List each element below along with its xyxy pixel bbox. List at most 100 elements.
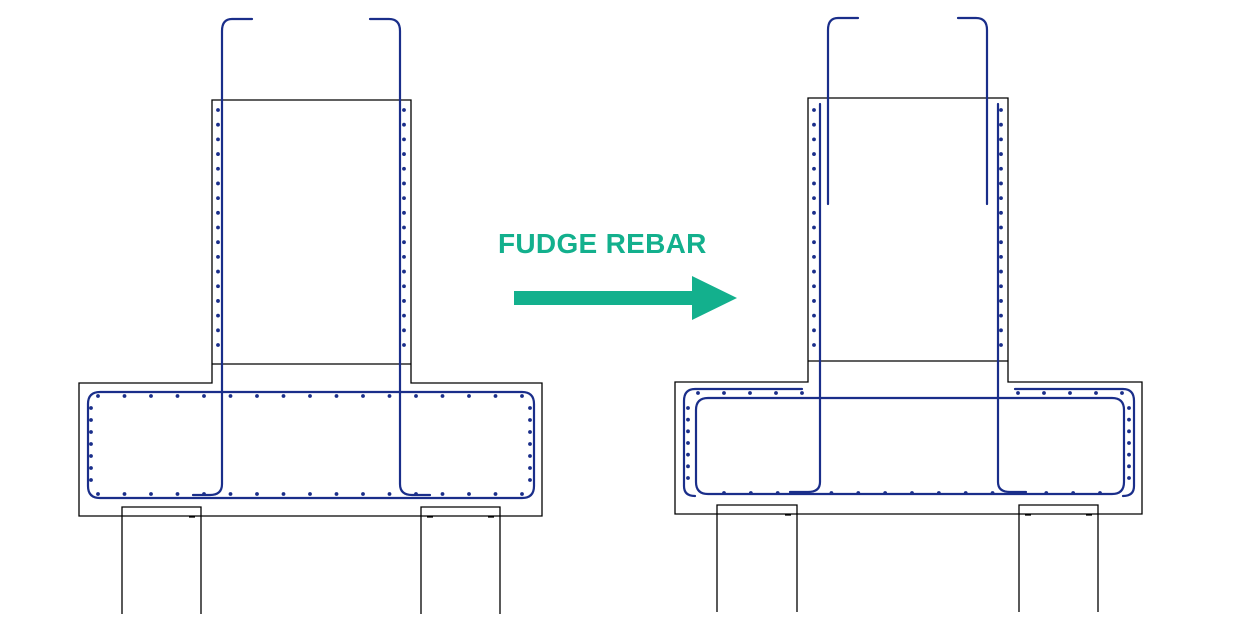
rebar-dot (440, 394, 445, 398)
rebar-dot (1127, 429, 1131, 434)
rebar-dot (686, 429, 690, 434)
rebar-dot (812, 284, 816, 289)
rebar-dot (414, 394, 418, 398)
rebar-dot (1017, 491, 1022, 495)
rebar-dot (812, 225, 816, 230)
concrete-outline-before (78, 99, 543, 517)
rebar-dot (89, 442, 93, 446)
column-bar-left-after (788, 102, 822, 494)
footing-stirrup-outer-right-after (1013, 387, 1136, 498)
rebar-dot (281, 394, 286, 398)
rebar-dot (255, 492, 259, 496)
rebar-dot (686, 464, 690, 469)
rebar-dot (748, 491, 753, 495)
rebar-dot (999, 210, 1003, 215)
rebar-dot (910, 491, 914, 495)
rebar-dot (883, 491, 888, 495)
column-bar-right-after (996, 102, 1028, 494)
rebar-dot (999, 108, 1003, 112)
rebar-dot (1068, 391, 1072, 395)
rebar-dot (89, 478, 93, 482)
rebar-dot (999, 181, 1003, 186)
rebar-dot (96, 492, 100, 496)
rebar-dot (281, 492, 286, 496)
rebar-dot (722, 491, 726, 495)
rebar-dot (999, 269, 1003, 274)
rebar-dot (1071, 491, 1076, 495)
rebar-dot (216, 210, 220, 215)
rebar-dot (812, 299, 816, 303)
rebar-dot (402, 284, 406, 289)
rebar-dot (528, 454, 532, 458)
rebar-dot (216, 299, 220, 303)
rebar-dot (686, 476, 690, 480)
rebar-dot (467, 492, 471, 496)
rebar-dot (402, 108, 406, 112)
rebar-dot (696, 391, 700, 395)
rebar-dot (528, 478, 532, 482)
rebar-dot (202, 492, 206, 496)
rebar-dot (812, 137, 816, 142)
rebar-dot (122, 492, 127, 496)
rebar-dot (216, 108, 220, 112)
rebar-dot (216, 240, 220, 245)
rebar-dot (308, 394, 312, 398)
concrete-outline-after (674, 97, 1143, 515)
rebar-dot (402, 328, 406, 333)
rebar-dot (96, 394, 100, 398)
rebar-dot (812, 343, 816, 347)
rebar-dot (402, 152, 406, 156)
pile-left-before (121, 506, 202, 614)
rebar-dot (1016, 391, 1020, 395)
rebar-dot (402, 254, 406, 259)
pile-left-after (716, 504, 798, 612)
rebar-dot (999, 225, 1003, 230)
rebar-dot (963, 491, 968, 495)
footing-stirrup-after (694, 396, 1126, 496)
rebar-dot (1120, 391, 1124, 395)
rebar-dot (686, 441, 690, 445)
rebar-dot (775, 491, 780, 495)
starter-bar-right-after (956, 16, 989, 206)
footing-stirrup-outer-left-after (682, 387, 804, 498)
rebar-dot (812, 254, 816, 259)
rebar-dot (829, 491, 834, 495)
rebar-dot (1042, 391, 1046, 395)
diagram-caption: FUDGE REBAR (498, 228, 707, 259)
rebar-dot (812, 166, 816, 171)
rebar-dot (990, 491, 995, 495)
rebar-dot (216, 137, 220, 142)
rebar-dot (402, 181, 406, 186)
rebar-dot (467, 394, 471, 398)
rebar-dot (999, 196, 1003, 201)
rebar-dot (812, 269, 816, 274)
rebar-dot (89, 430, 93, 434)
rebar-dot (999, 152, 1003, 156)
detail-after (674, 16, 1143, 612)
rebar-dot (1127, 417, 1131, 422)
rebar-dot (202, 394, 206, 398)
rebar-dot (216, 122, 220, 127)
rebar-dot (216, 225, 220, 230)
rebar-dot (936, 491, 941, 495)
rebar-dot (440, 492, 445, 496)
rebar-dot (493, 394, 498, 398)
rebar-dot (402, 196, 406, 201)
rebar-dot (402, 137, 406, 142)
rebar-dot (308, 492, 312, 496)
rebar-dots-after (686, 108, 1131, 495)
rebar-dot (802, 491, 807, 495)
rebar-dot (812, 210, 816, 215)
rebar-dot (255, 394, 259, 398)
starter-bar-left-after (826, 16, 860, 206)
rebar-dots-before (89, 108, 532, 496)
rebar-dot (402, 122, 406, 127)
rebar-dot (999, 284, 1003, 289)
piles-before (121, 506, 501, 614)
rebar-dot (216, 284, 220, 289)
starter-bar-right-before (368, 17, 432, 497)
rebar-dot (800, 391, 804, 395)
rebar-dot (216, 152, 220, 156)
rebar-dot (528, 430, 532, 434)
